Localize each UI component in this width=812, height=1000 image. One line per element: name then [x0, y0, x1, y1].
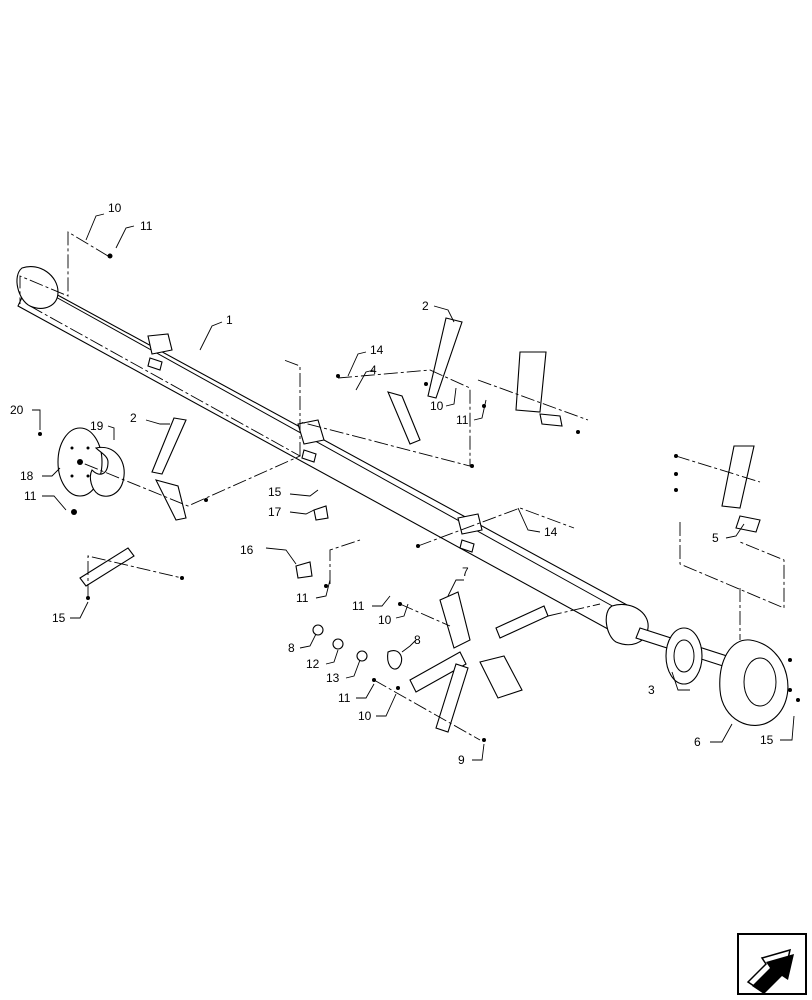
callout-20: 20: [10, 403, 24, 417]
callout-11: 11: [456, 413, 469, 427]
callout-11: 11: [296, 591, 309, 605]
center-lines: [19, 231, 785, 741]
callout-18: 18: [20, 469, 34, 483]
callout-10: 10: [358, 709, 372, 723]
callout-11: 11: [140, 219, 153, 233]
callout-11: 11: [352, 599, 365, 613]
bracket-5: [674, 445, 761, 533]
stub-shaft-assembly: [635, 627, 800, 726]
callout-15: 15: [268, 485, 282, 499]
callout-8: 8: [288, 641, 295, 655]
callout-2: 2: [422, 299, 429, 313]
callout-11: 11: [24, 489, 37, 503]
callout-5: 5: [712, 531, 719, 545]
callout-10: 10: [378, 613, 392, 627]
previous-page-arrow-icon[interactable]: [737, 933, 807, 995]
callout-11: 11: [338, 691, 351, 705]
lower-plates: [312, 591, 549, 733]
callout-10: 10: [108, 201, 122, 215]
callout-9: 9: [458, 753, 465, 767]
callout-13: 13: [326, 671, 340, 685]
callout-6: 6: [694, 735, 701, 749]
callout-3: 3: [648, 683, 655, 697]
callout-8: 8: [414, 633, 421, 647]
callout-12: 12: [306, 657, 320, 671]
callout-16: 16: [240, 543, 254, 557]
callout-14: 14: [544, 525, 558, 539]
callout-15: 15: [760, 733, 774, 747]
callout-15: 15: [52, 611, 66, 625]
main-tube: [16, 266, 649, 646]
callout-10: 10: [430, 399, 444, 413]
callout-1: 1: [226, 313, 233, 327]
callouts: 10 11 1 2 14 4 10 11 20 19 2 18 11 15 17…: [10, 201, 774, 767]
callout-4: 4: [370, 363, 377, 377]
callout-17: 17: [268, 505, 282, 519]
callout-14: 14: [370, 343, 384, 357]
leader-lines: [32, 213, 795, 761]
callout-2: 2: [130, 411, 137, 425]
hardware: [71, 253, 580, 742]
arm-upper: [387, 317, 563, 445]
callout-19: 19: [90, 419, 104, 433]
arm-lower: [79, 417, 187, 587]
callout-7: 7: [462, 565, 469, 579]
